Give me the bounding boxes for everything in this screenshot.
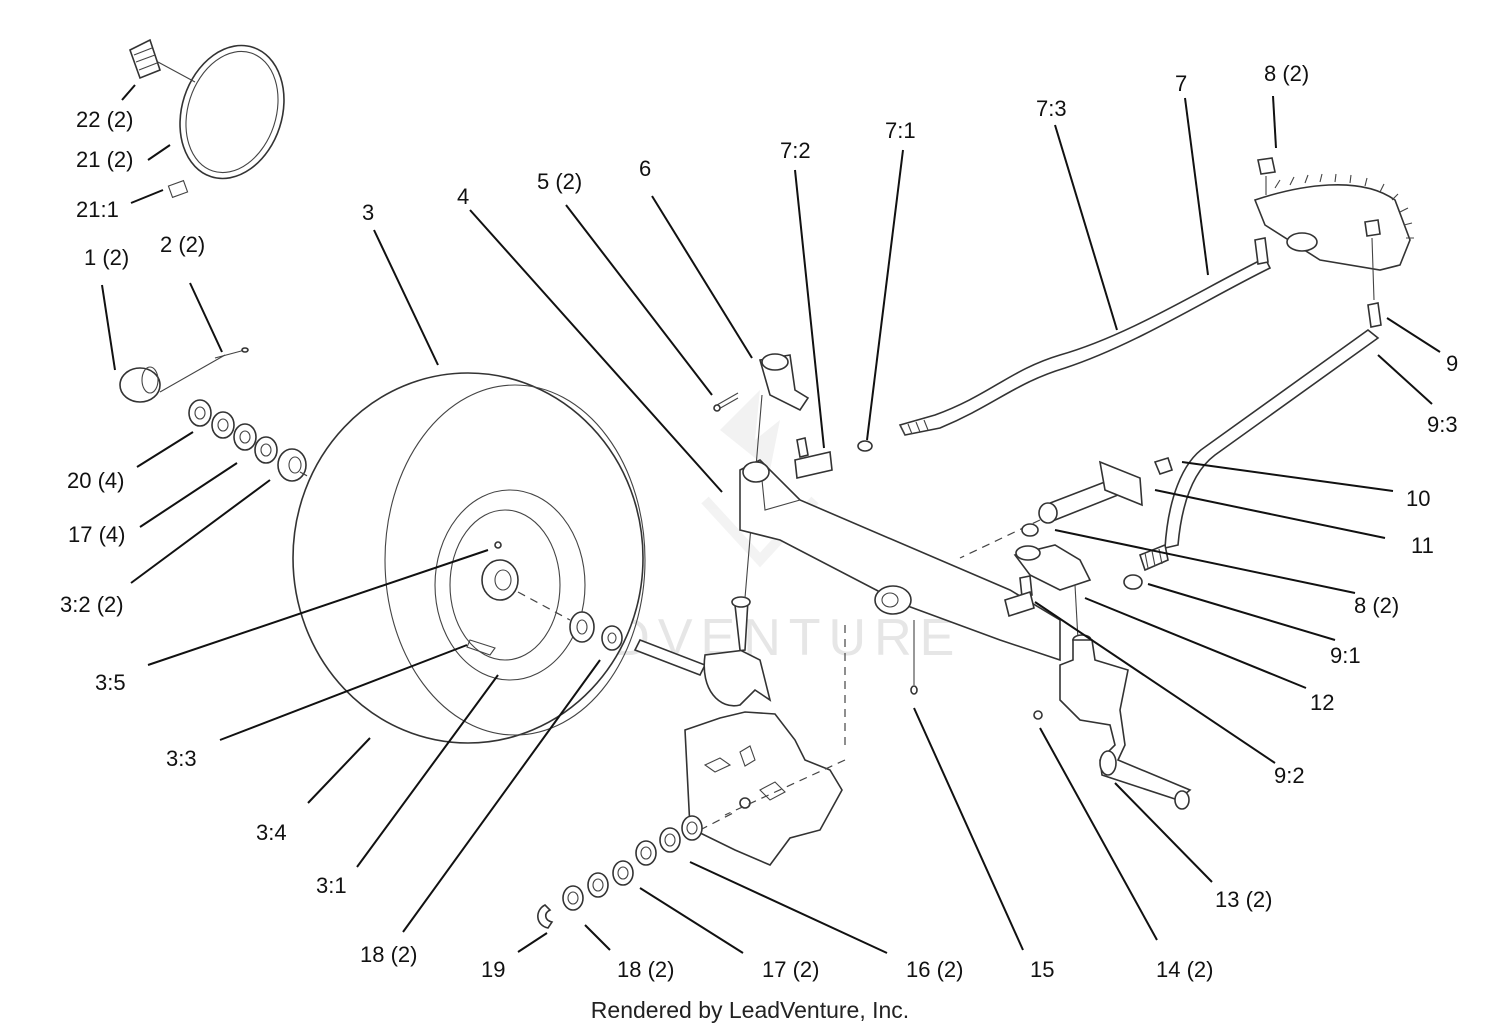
callout-5: 5 (2) (537, 169, 582, 194)
axle-beam (739, 459, 1061, 662)
axle-cap (119, 366, 161, 403)
callout-1: 1 (2) (84, 245, 129, 270)
callout-13: 13 (2) (1215, 887, 1272, 912)
cotter-pin (214, 347, 249, 359)
callout-8-mid: 8 (2) (1354, 593, 1399, 618)
pivot-bracket (1038, 457, 1174, 524)
callout-6: 6 (639, 156, 651, 181)
callout-17-left: 17 (4) (68, 522, 125, 547)
callout-7-1: 7:1 (885, 118, 916, 143)
steering-sector-gear (1253, 157, 1414, 328)
tie-rod-end-left (794, 437, 873, 479)
callout-16: 16 (2) (906, 957, 963, 982)
grease-fitting-center (910, 685, 918, 695)
callout-21: 21 (2) (76, 147, 133, 172)
callout-9-3: 9:3 (1427, 412, 1458, 437)
retaining-clip (537, 904, 554, 929)
drag-link (898, 237, 1272, 436)
callout-7: 7 (1175, 71, 1187, 96)
steering-arm-right (1004, 523, 1092, 618)
callout-3-2: 3:2 (2) (60, 592, 124, 617)
callout-3-4: 3:4 (256, 820, 287, 845)
left-spindle (633, 596, 772, 707)
callout-3-5: 3:5 (95, 670, 126, 695)
callout-21-1: 21:1 (76, 197, 119, 222)
retainer-clip (129, 38, 196, 83)
callout-20: 20 (4) (67, 468, 124, 493)
callout-14: 14 (2) (1156, 957, 1213, 982)
washer-stack-left (188, 399, 307, 482)
callout-3: 3 (362, 200, 374, 225)
grease-fitting-right (1033, 710, 1043, 720)
callout-19: 19 (481, 957, 505, 982)
steering-arm-left (713, 353, 810, 412)
callout-3-3: 3:3 (166, 746, 197, 771)
washer-stack-bottom (562, 815, 703, 911)
callout-15: 15 (1030, 957, 1054, 982)
callout-labels: 22 (2) 21 (2) 21:1 1 (2) 2 (2) 3 4 5 (2)… (60, 61, 1458, 982)
callout-8-top: 8 (2) (1264, 61, 1309, 86)
callout-3-1: 3:1 (316, 873, 347, 898)
callout-17-bottom: 17 (2) (762, 957, 819, 982)
callout-18-bottom: 18 (2) (617, 957, 674, 982)
callout-9-1: 9:1 (1330, 643, 1361, 668)
callout-10: 10 (1406, 486, 1430, 511)
spindle-spacer (569, 611, 623, 651)
axle-mount-bracket (684, 711, 843, 866)
callout-2: 2 (2) (160, 232, 205, 257)
hub-cap-ring (167, 44, 285, 199)
callout-22: 22 (2) (76, 107, 133, 132)
right-spindle (1059, 634, 1192, 810)
callout-4: 4 (457, 184, 469, 209)
callout-7-3: 7:3 (1036, 96, 1067, 121)
callout-18-left: 18 (2) (360, 942, 417, 967)
callout-9-2: 9:2 (1274, 763, 1305, 788)
tire-wheel (292, 372, 646, 744)
callout-9: 9 (1446, 351, 1458, 376)
callout-7-2: 7:2 (780, 138, 811, 163)
render-credit: Rendered by LeadVenture, Inc. (591, 997, 909, 1023)
callout-12: 12 (1310, 690, 1334, 715)
leader-lines (101, 84, 1441, 954)
callout-11: 11 (1411, 533, 1434, 558)
